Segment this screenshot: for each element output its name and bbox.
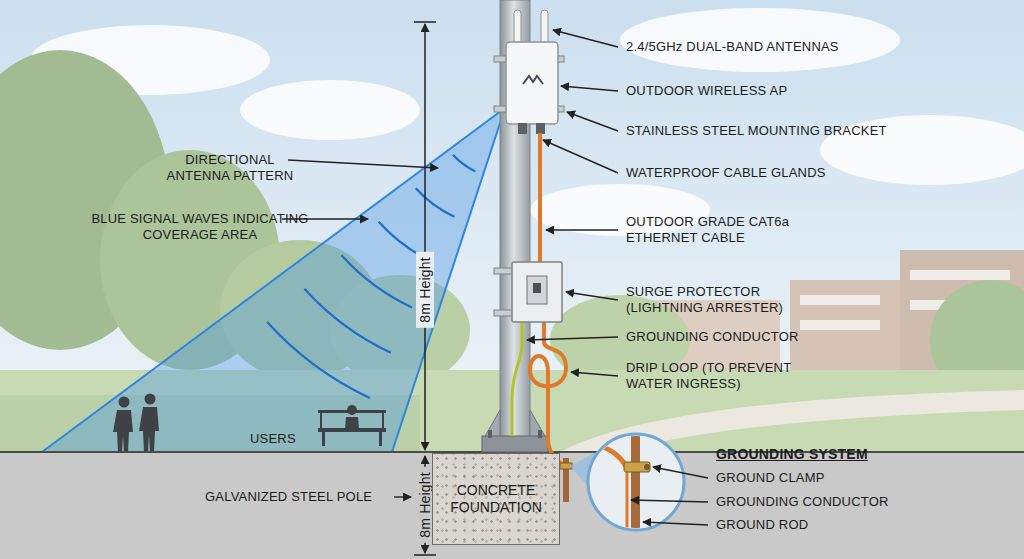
- pole-gussets: [484, 410, 546, 438]
- fade-overlay: [0, 0, 1024, 452]
- callout-label: GROUNDING CONDUCTOR: [716, 494, 1016, 510]
- callout-label: SURGE PROTECTOR (LIGHTNING ARRESTER): [626, 284, 816, 316]
- coverage-cone: [42, 108, 505, 452]
- node-label: CONCRETE FOUNDATION: [441, 482, 551, 516]
- antenna: [514, 10, 521, 46]
- cable-gland: [536, 123, 545, 134]
- sky: [0, 0, 1024, 452]
- callout-label: GROUND ROD: [716, 517, 1016, 533]
- surge-protector: [512, 262, 562, 322]
- arrester-switch: [533, 283, 541, 293]
- leader-lines: [282, 30, 708, 525]
- dimension-label: 8m Height: [416, 252, 434, 328]
- dimension-tick: [414, 21, 436, 23]
- access-point: [506, 42, 558, 124]
- antenna: [541, 10, 548, 46]
- callout-label: BLUE SIGNAL WAVES INDICATING COVERAGE AR…: [90, 211, 310, 243]
- ethernet-cable: [538, 133, 542, 262]
- callout-label: DRIP LOOP (TO PREVENT WATER INGRESS): [626, 360, 826, 392]
- dimension-line: [424, 24, 426, 450]
- node-text: CONCRETE FOUNDATION: [441, 482, 551, 516]
- arrester-module: [527, 276, 547, 304]
- callout-label: OUTDOOR WIRELESS AP: [626, 83, 1006, 99]
- cable-gland: [518, 123, 527, 134]
- ap-logo: [523, 76, 543, 84]
- ethernet-cable: [530, 322, 566, 466]
- signal-waves: [267, 155, 475, 398]
- callout-label: GROUNDING CONDUCTOR: [626, 329, 1006, 345]
- callout-label: WATERPROOF CABLE GLANDS: [626, 165, 1006, 181]
- callout-label: STAINLESS STEEL MOUNTING BRACKET: [626, 123, 1006, 139]
- detail-contents: [596, 430, 650, 540]
- callout-label: OUTDOOR GRADE CAT6a ETHERNET CABLE: [626, 214, 816, 246]
- base-plate: [482, 436, 548, 452]
- callout-label: DIRECTIONAL ANTENNA PATTERN: [155, 152, 305, 184]
- ground-section: [0, 452, 1024, 559]
- cone-edge: [392, 108, 505, 452]
- callout-label: USERS: [250, 431, 330, 447]
- cone-edge: [42, 108, 505, 452]
- user-figures: [113, 394, 386, 453]
- callout-label: GALVANIZED STEEL POLE: [205, 489, 395, 505]
- mounting-strap: [494, 268, 514, 274]
- mounting-strap: [494, 310, 514, 316]
- detail-heading: GROUNDING SYSTEM: [716, 446, 1016, 462]
- concrete-foundation: CONCRETE FOUNDATION: [432, 453, 560, 545]
- anchor-bolts: [488, 430, 542, 438]
- callout-label: GROUND CLAMP: [716, 470, 1016, 486]
- callout-label: 2.4/5GHz DUAL-BAND ANTENNAS: [626, 39, 1006, 55]
- dimension-tick: [414, 554, 436, 556]
- grounding-conductor: [512, 322, 522, 436]
